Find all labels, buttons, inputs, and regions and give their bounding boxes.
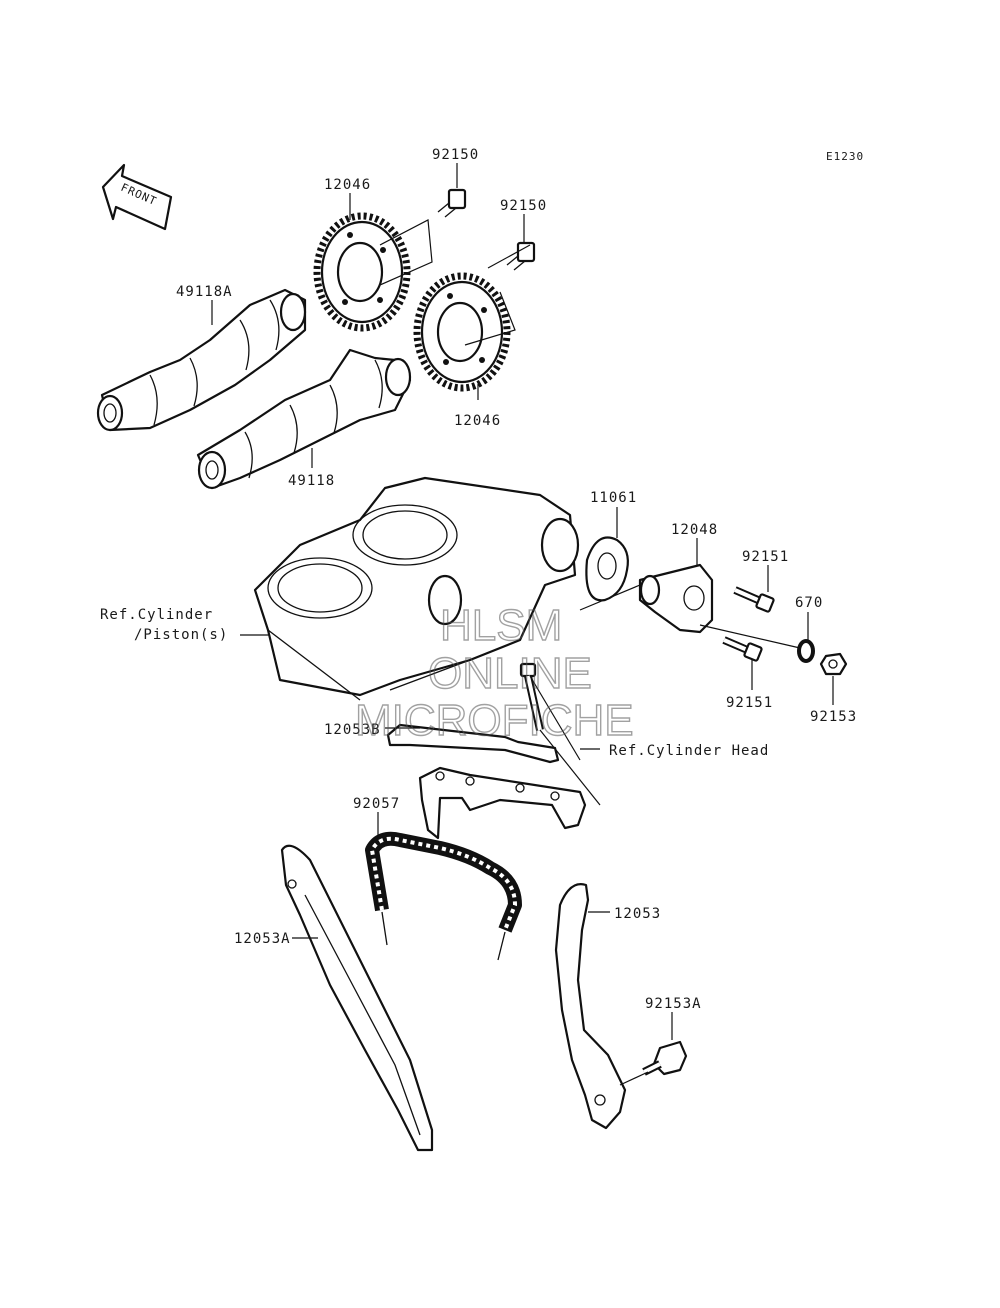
sprocket-bolt-upper[interactable] xyxy=(437,188,467,218)
callout-labels: 92150 92150 12046 12046 49118A 49118 110… xyxy=(100,147,857,1012)
cap-nut[interactable] xyxy=(819,652,848,676)
label-11061: 11061 xyxy=(590,490,637,506)
chain-guide-holder[interactable] xyxy=(418,766,587,840)
label-49118: 49118 xyxy=(288,473,335,489)
label-12053: 12053 xyxy=(614,906,661,922)
cam-chain[interactable] xyxy=(365,831,522,961)
chain-guide-left[interactable] xyxy=(280,844,434,1152)
chain-guide-upper[interactable] xyxy=(386,723,560,764)
o-ring[interactable] xyxy=(797,639,815,663)
label-12053A: 12053A xyxy=(234,931,291,947)
watermark-line-2: ONLINE xyxy=(428,649,592,698)
watermark-line-3: MICROFICHE xyxy=(355,696,634,745)
front-arrow-icon: FRONT xyxy=(101,163,173,231)
label-670: 670 xyxy=(795,595,823,611)
label-12053B: 12053B xyxy=(324,722,381,738)
label-12046-upper: 12046 xyxy=(324,177,371,193)
label-92057: 92057 xyxy=(353,796,400,812)
cylinder-head xyxy=(253,476,580,701)
leader-lines xyxy=(211,163,834,1086)
label-92151-upper: 92151 xyxy=(742,549,789,565)
label-92150-lower: 92150 xyxy=(500,198,547,214)
camshaft-intake[interactable] xyxy=(196,348,412,490)
guide-mount-bolt[interactable] xyxy=(519,662,544,731)
label-92151-lower: 92151 xyxy=(726,695,773,711)
camshaft-exhaust[interactable] xyxy=(96,288,307,432)
watermark-line-1: HLSM xyxy=(440,601,562,650)
label-ref-cylinder-head: Ref.Cylinder Head xyxy=(609,743,769,759)
label-ref-cylinder: Ref.Cylinder xyxy=(100,607,213,623)
label-92150-top: 92150 xyxy=(432,147,479,163)
cam-chain-tensioner[interactable] xyxy=(638,563,714,634)
tensioner-bolt-lower[interactable] xyxy=(722,636,763,662)
cam-sprocket-exhaust[interactable] xyxy=(313,212,411,332)
label-92153: 92153 xyxy=(810,709,857,725)
chain-guide-right[interactable] xyxy=(554,883,627,1130)
label-12046-lower: 12046 xyxy=(454,413,501,429)
label-49118A: 49118A xyxy=(176,284,233,300)
tensioner-gasket[interactable] xyxy=(585,536,629,602)
tensioner-bolt-upper[interactable] xyxy=(733,586,775,613)
label-92153A: 92153A xyxy=(645,996,702,1012)
diagram-code: E1230 xyxy=(826,150,864,163)
label-12048: 12048 xyxy=(671,522,718,538)
label-ref-piston: /Piston(s) xyxy=(134,627,228,643)
cam-sprocket-intake[interactable] xyxy=(413,272,511,392)
watermark: HLSM ONLINE MICROFICHE xyxy=(354,600,634,745)
sprocket-bolt-lower[interactable] xyxy=(506,241,536,271)
guide-pivot-bolt[interactable] xyxy=(642,1040,688,1076)
